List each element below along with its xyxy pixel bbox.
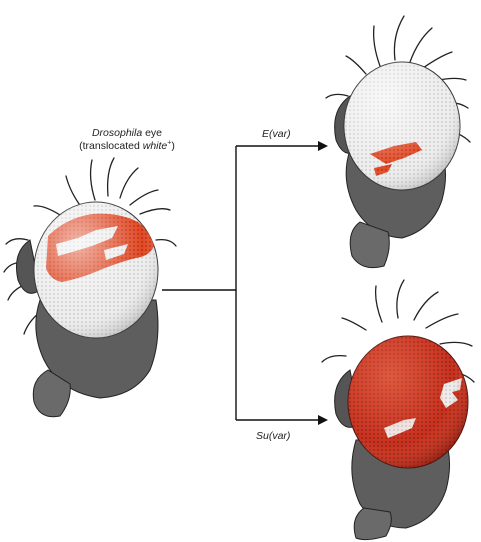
eye-shading-top: [344, 62, 460, 190]
mouthparts-bottom: [354, 508, 391, 540]
eye-shading-left: [34, 202, 158, 338]
eye-shading-bottom: [348, 336, 468, 468]
branch-connector: [162, 146, 320, 420]
fly-head-suppressed: [322, 280, 474, 540]
arrowhead-enhancer: [318, 141, 328, 151]
figure-title: Drosophila eye: [52, 127, 202, 140]
suppressor-label: Su(var): [256, 430, 316, 443]
fly-head-translocated: [4, 158, 176, 417]
fly-head-enhanced: [326, 16, 470, 268]
arrowhead-suppressor: [318, 415, 328, 425]
enhancer-label: E(var): [262, 128, 322, 141]
figure-subtitle: (translocated white+): [52, 140, 202, 153]
